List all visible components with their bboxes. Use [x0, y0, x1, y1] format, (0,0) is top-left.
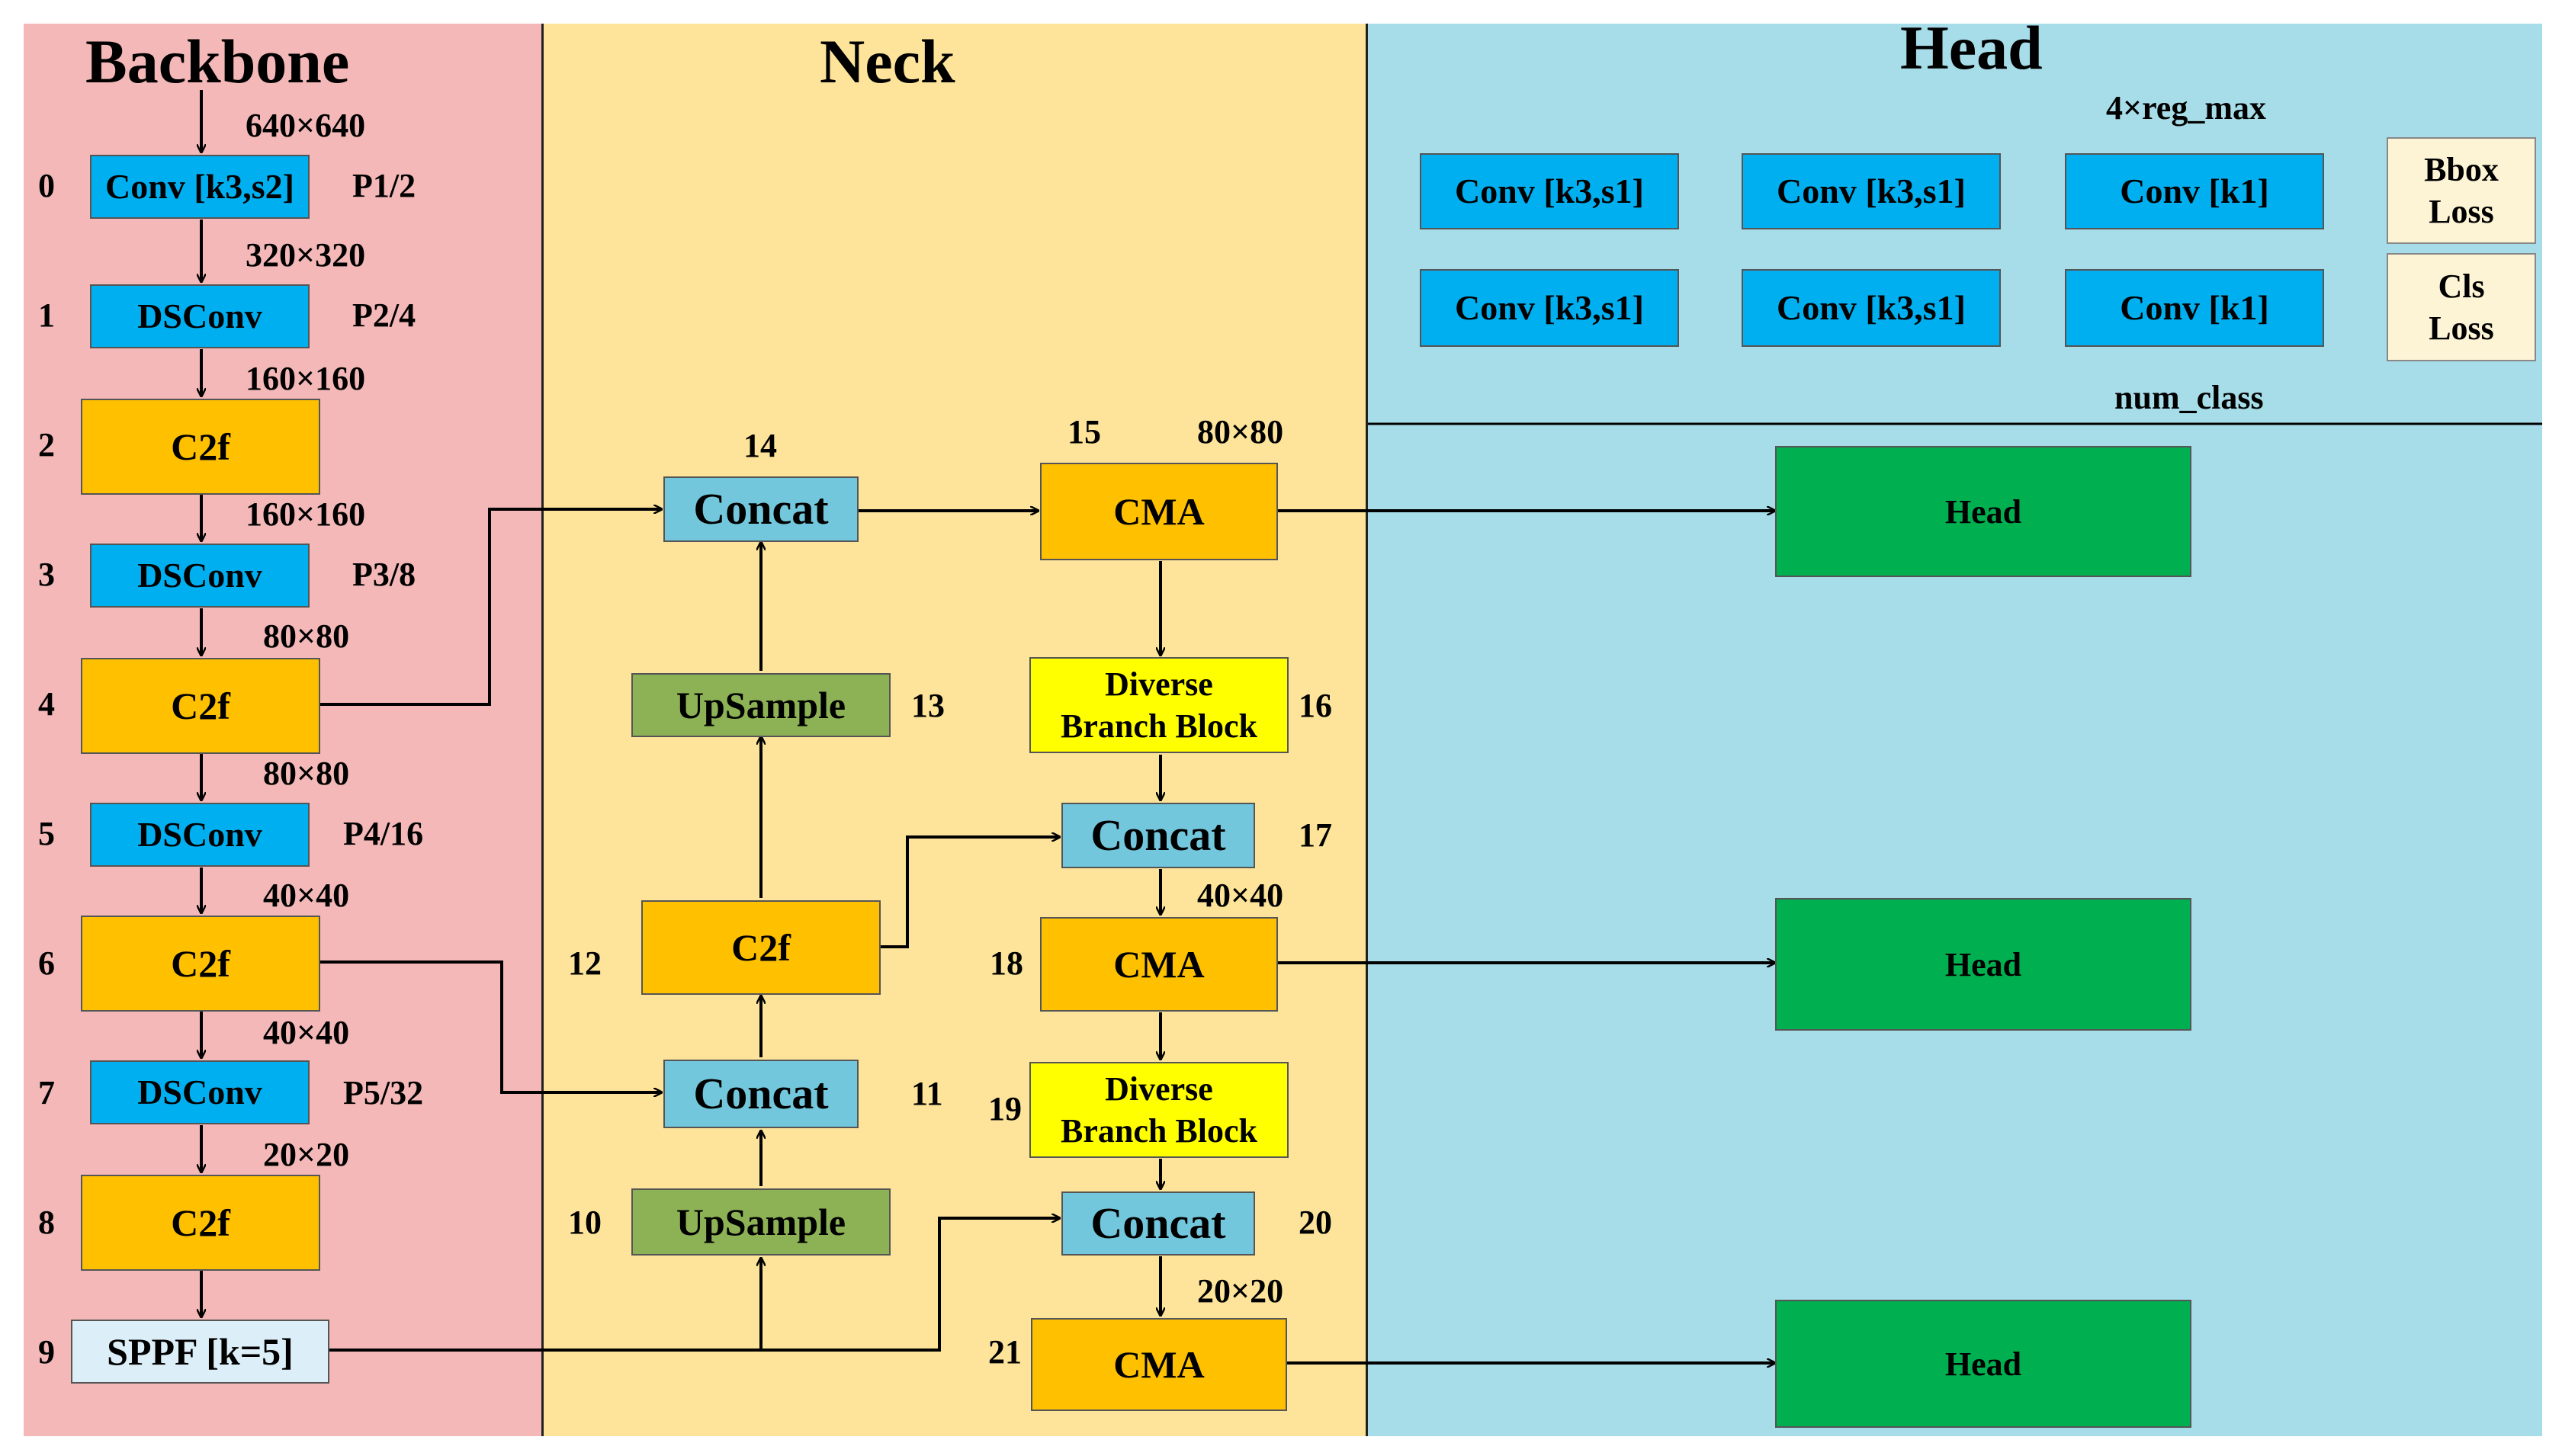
layer-index: 10: [568, 1204, 602, 1241]
size-label: 20×20: [263, 1136, 350, 1173]
reg-max-label: 4×reg_max: [2106, 89, 2266, 127]
dsconv-block: DSConv: [90, 803, 310, 867]
layer-index: 1: [38, 297, 55, 334]
size-label: 80×80: [1197, 413, 1284, 451]
scale-label: P4/16: [343, 815, 424, 852]
layer-index: 14: [743, 427, 777, 464]
size-label: 40×40: [1197, 877, 1284, 914]
layer-index: 11: [911, 1075, 943, 1112]
conv-block: Conv [k3,s2]: [90, 155, 310, 219]
layer-index: 12: [568, 944, 602, 982]
bbox-loss-block: Bbox Loss: [2387, 137, 2536, 244]
layer-index: 4: [38, 685, 55, 723]
layer-index: 15: [1068, 413, 1101, 451]
layer-index: 6: [38, 944, 55, 982]
dsconv-block: DSConv: [90, 1060, 310, 1124]
sppf-block: SPPF [k=5]: [71, 1320, 329, 1384]
layer-index: 3: [38, 556, 55, 593]
dsconv-block: DSConv: [90, 284, 310, 348]
size-label: 160×160: [246, 495, 366, 533]
layer-index: 21: [988, 1333, 1022, 1371]
input-size-label: 640×640: [246, 107, 366, 144]
c2f-block: C2f: [641, 900, 881, 995]
concat-block: Concat: [663, 476, 859, 542]
c2f-block: C2f: [81, 1175, 320, 1271]
diverse-branch-block: Diverse Branch Block: [1029, 657, 1289, 753]
neck-title: Neck: [820, 27, 955, 96]
backbone-title: Backbone: [85, 27, 350, 96]
head-output-block: Head: [1775, 1300, 2191, 1428]
layer-index: 17: [1299, 816, 1332, 854]
head-conv-block: Conv [k3,s1]: [1742, 269, 2001, 347]
cls-loss-block: Cls Loss: [2387, 253, 2536, 361]
concat-block: Concat: [1061, 1191, 1255, 1256]
scale-label: P1/2: [352, 167, 416, 204]
cma-block: CMA: [1031, 1318, 1287, 1411]
layer-index: 13: [911, 687, 945, 724]
c2f-block: C2f: [81, 399, 320, 495]
size-label: 20×20: [1197, 1272, 1284, 1310]
size-label: 320×320: [246, 236, 366, 274]
head-conv-block: Conv [k3,s1]: [1420, 153, 1679, 229]
head-conv-block: Conv [k1]: [2065, 269, 2324, 347]
head-output-block: Head: [1775, 446, 2191, 577]
arrow-p3-to-concat14: [320, 509, 662, 706]
cma-block: CMA: [1040, 463, 1278, 560]
arrow-p4-to-concat11: [320, 961, 662, 1092]
layer-index: 20: [1299, 1204, 1332, 1241]
concat-block: Concat: [663, 1060, 859, 1128]
dsconv-block: DSConv: [90, 544, 310, 608]
c2f-block: C2f: [81, 658, 320, 754]
size-label: 80×80: [263, 755, 350, 792]
head-conv-block: Conv [k1]: [2065, 153, 2324, 229]
layer-index: 19: [988, 1090, 1022, 1127]
c2f-block: C2f: [81, 916, 320, 1012]
layer-index: 18: [990, 944, 1023, 982]
head-panel: [1368, 24, 2542, 1436]
layer-index: 16: [1299, 687, 1332, 724]
scale-label: P3/8: [352, 556, 416, 593]
head-conv-block: Conv [k3,s1]: [1742, 153, 2001, 229]
size-label: 40×40: [263, 877, 350, 914]
layer-index: 5: [38, 815, 55, 852]
head-title: Head: [1900, 13, 2043, 82]
head-output-block: Head: [1775, 898, 2191, 1031]
layer-index: 2: [38, 426, 55, 463]
upsample-block: UpSample: [631, 673, 891, 737]
size-label: 80×80: [263, 617, 350, 655]
size-label: 40×40: [263, 1014, 350, 1051]
cma-block: CMA: [1040, 917, 1278, 1012]
upsample-block: UpSample: [631, 1188, 891, 1256]
diverse-branch-block: Diverse Branch Block: [1029, 1062, 1289, 1158]
layer-index: 9: [38, 1333, 55, 1371]
layer-index: 0: [38, 167, 55, 204]
scale-label: P2/4: [352, 297, 416, 334]
scale-label: P5/32: [343, 1074, 424, 1111]
layer-index: 7: [38, 1074, 55, 1111]
num-class-label: num_class: [2114, 379, 2264, 416]
head-conv-block: Conv [k3,s1]: [1420, 269, 1679, 347]
concat-block: Concat: [1061, 803, 1255, 868]
layer-index: 8: [38, 1204, 55, 1241]
size-label: 160×160: [246, 360, 366, 397]
